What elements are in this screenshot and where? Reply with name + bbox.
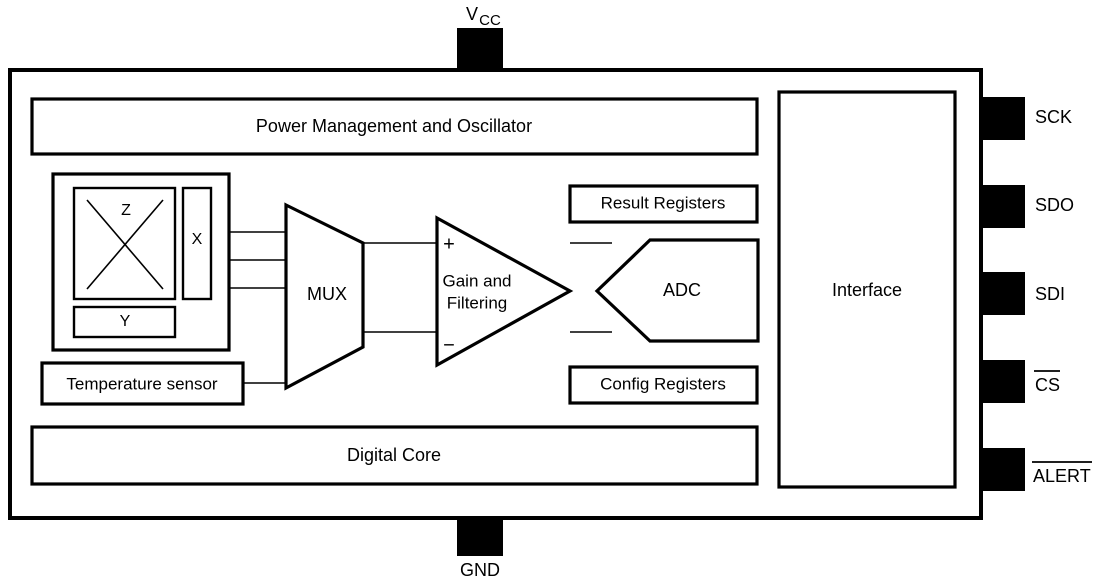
- block-interface[interactable]: [777, 90, 957, 489]
- pin-label-vcc-subscript: CC: [479, 12, 501, 29]
- label-mux: MUX: [307, 284, 347, 304]
- label-result-registers: Result Registers: [601, 193, 726, 212]
- label-axis-z: Z: [121, 202, 131, 219]
- block-gain-filtering[interactable]: [435, 215, 574, 368]
- block-result-registers[interactable]: [568, 184, 759, 224]
- block-axis-y[interactable]: [72, 305, 177, 339]
- label-gain-line-2: Filtering: [447, 293, 507, 312]
- label-gain-line-1: Gain and: [443, 271, 512, 290]
- label-amp-minus: −: [443, 334, 455, 356]
- block-config-registers[interactable]: [568, 365, 759, 405]
- block-adc[interactable]: [594, 238, 760, 343]
- z-cross-line-2: [86, 199, 164, 290]
- pin-label-sdi: SDI: [1035, 284, 1065, 304]
- block-temperature-sensor[interactable]: [40, 361, 245, 406]
- block-axis-x[interactable]: [181, 186, 213, 301]
- pin-pad-sdi[interactable]: [981, 272, 1025, 315]
- label-config-registers: Config Registers: [600, 374, 726, 393]
- label-interface: Interface: [832, 280, 902, 300]
- pin-pad-sdo[interactable]: [981, 185, 1025, 228]
- pin-pad-cs[interactable]: [981, 360, 1025, 403]
- pin-label-sdo: SDO: [1035, 195, 1074, 215]
- block-digital-core[interactable]: [30, 425, 759, 486]
- label-amp-plus: +: [443, 233, 455, 255]
- pin-label-alert: ALERT: [1033, 466, 1091, 486]
- pin-label-cs: CS: [1035, 375, 1060, 395]
- label-axis-x: X: [192, 231, 203, 248]
- label-temperature-sensor: Temperature sensor: [66, 374, 218, 393]
- block-power-management[interactable]: [30, 97, 759, 156]
- label-power-management: Power Management and Oscillator: [256, 116, 532, 136]
- pin-pad-sck[interactable]: [981, 97, 1025, 140]
- pin-pad-alert[interactable]: [981, 448, 1025, 491]
- label-adc: ADC: [663, 280, 701, 300]
- pin-pad-vcc[interactable]: [457, 28, 503, 72]
- label-axis-y: Y: [120, 313, 131, 330]
- label-digital-core: Digital Core: [347, 445, 441, 465]
- pin-label-gnd: GND: [460, 560, 500, 580]
- pin-label-sck: SCK: [1035, 107, 1072, 127]
- pin-label-vcc: V: [466, 4, 478, 24]
- block-mux[interactable]: [284, 202, 365, 391]
